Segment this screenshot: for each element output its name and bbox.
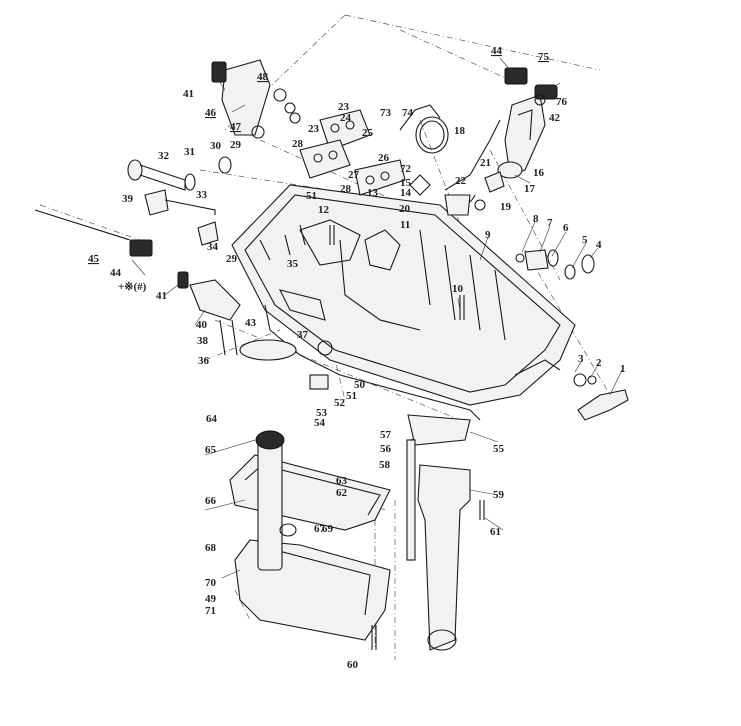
label-55: 55 (493, 443, 505, 455)
label-13: 13 (367, 187, 379, 199)
label-22: 22 (455, 175, 467, 187)
label-71: 71 (205, 605, 216, 617)
label-12: 12 (318, 204, 330, 216)
tilt-lever-assembly (484, 67, 558, 193)
label-60: 60 (347, 659, 359, 671)
label-10: 10 (452, 283, 464, 295)
label-4: 4 (596, 239, 602, 251)
label-1: 1 (620, 363, 626, 375)
label-44: 44 (491, 45, 503, 57)
shift-bracket-block (299, 109, 406, 196)
label-17: 17 (524, 183, 536, 195)
label-16: 16 (533, 167, 545, 179)
label-59: 59 (493, 489, 505, 501)
label-63: 63 (336, 475, 348, 487)
label-28: 28 (292, 138, 304, 150)
label-75: 75 (538, 51, 550, 63)
label-40: 40 (196, 319, 208, 331)
label-27: 27 (348, 169, 360, 181)
label-37: 37 (297, 329, 309, 341)
label-21: 21 (480, 157, 491, 169)
label-76: 76 (556, 96, 568, 108)
label-70: 70 (205, 577, 217, 589)
label-23: 23 (338, 101, 350, 113)
label-41: 41 (183, 88, 194, 100)
label-64: 64 (206, 413, 218, 425)
label-34: 34 (207, 241, 219, 253)
label-50: 50 (354, 379, 366, 391)
label-25: 25 (362, 127, 374, 139)
label-31: 31 (184, 146, 195, 158)
label-33: 33 (196, 189, 208, 201)
label-30: 30 (210, 140, 222, 152)
label-51: 51 (346, 390, 357, 402)
label-32: 32 (158, 150, 170, 162)
label-38: 38 (197, 335, 209, 347)
label-48: 48 (257, 71, 269, 83)
leader-lines (131, 57, 623, 579)
label-20: 20 (399, 203, 411, 215)
label-9: 9 (485, 229, 491, 241)
label-58: 58 (379, 459, 391, 471)
right-side-washers (515, 249, 595, 280)
label-61: 61 (490, 526, 501, 538)
label-74: 74 (402, 107, 414, 119)
label-67: 67 (314, 523, 326, 535)
label-72: 72 (400, 163, 412, 175)
label-52: 52 (334, 397, 346, 409)
label-26: 26 (378, 152, 390, 164)
label-65: 65 (205, 444, 217, 456)
label-73: 73 (380, 107, 392, 119)
label-36: 36 (198, 355, 210, 367)
linkage-rod (444, 119, 501, 216)
label-43: 43 (245, 317, 257, 329)
label-8: 8 (533, 213, 539, 225)
label-47: 47 (230, 121, 242, 133)
label-49: 49 (205, 593, 217, 605)
center-fasteners (309, 174, 465, 390)
label-62: 62 (336, 487, 348, 499)
label-2: 2 (596, 357, 602, 369)
lower-oil-pan (229, 430, 391, 641)
label-15: 15 (400, 177, 412, 189)
label-53: 53 (316, 407, 328, 419)
wire-harness-coil (399, 104, 449, 154)
label-68: 68 (205, 542, 217, 554)
label-45: 45 (88, 253, 100, 265)
label-14: 14 (400, 187, 412, 199)
label-19: 19 (500, 201, 512, 213)
label-28: 28 (340, 183, 352, 195)
top-left-bracket (211, 59, 301, 139)
throttle-knob-shaft (127, 156, 232, 246)
label-56: 56 (380, 443, 392, 455)
label-44-note: +※(#) (118, 281, 147, 293)
label-18: 18 (454, 125, 466, 137)
left-cable-bracket (34, 209, 297, 361)
label-46: 46 (205, 107, 217, 119)
label-41: 41 (156, 290, 167, 302)
label-57: 57 (380, 429, 392, 441)
label-35: 35 (287, 258, 299, 270)
label-3: 3 (578, 353, 584, 365)
label-5: 5 (582, 234, 588, 246)
label-7: 7 (547, 217, 553, 229)
label-29: 29 (230, 139, 242, 151)
label-23: 23 (308, 123, 320, 135)
label-29: 29 (226, 253, 238, 265)
label-39: 39 (122, 193, 134, 205)
cowling-lock-lever (573, 373, 629, 421)
label-44: 44 (110, 267, 122, 279)
label-69: 69 (322, 523, 334, 535)
label-6: 6 (563, 222, 569, 234)
exhaust-tube (371, 414, 485, 651)
label-51: 51 (306, 190, 317, 202)
label-54: 54 (314, 417, 326, 429)
label-24: 24 (340, 112, 352, 124)
label-11: 11 (400, 219, 410, 231)
label-66: 66 (205, 495, 217, 507)
label-42: 42 (549, 112, 561, 124)
